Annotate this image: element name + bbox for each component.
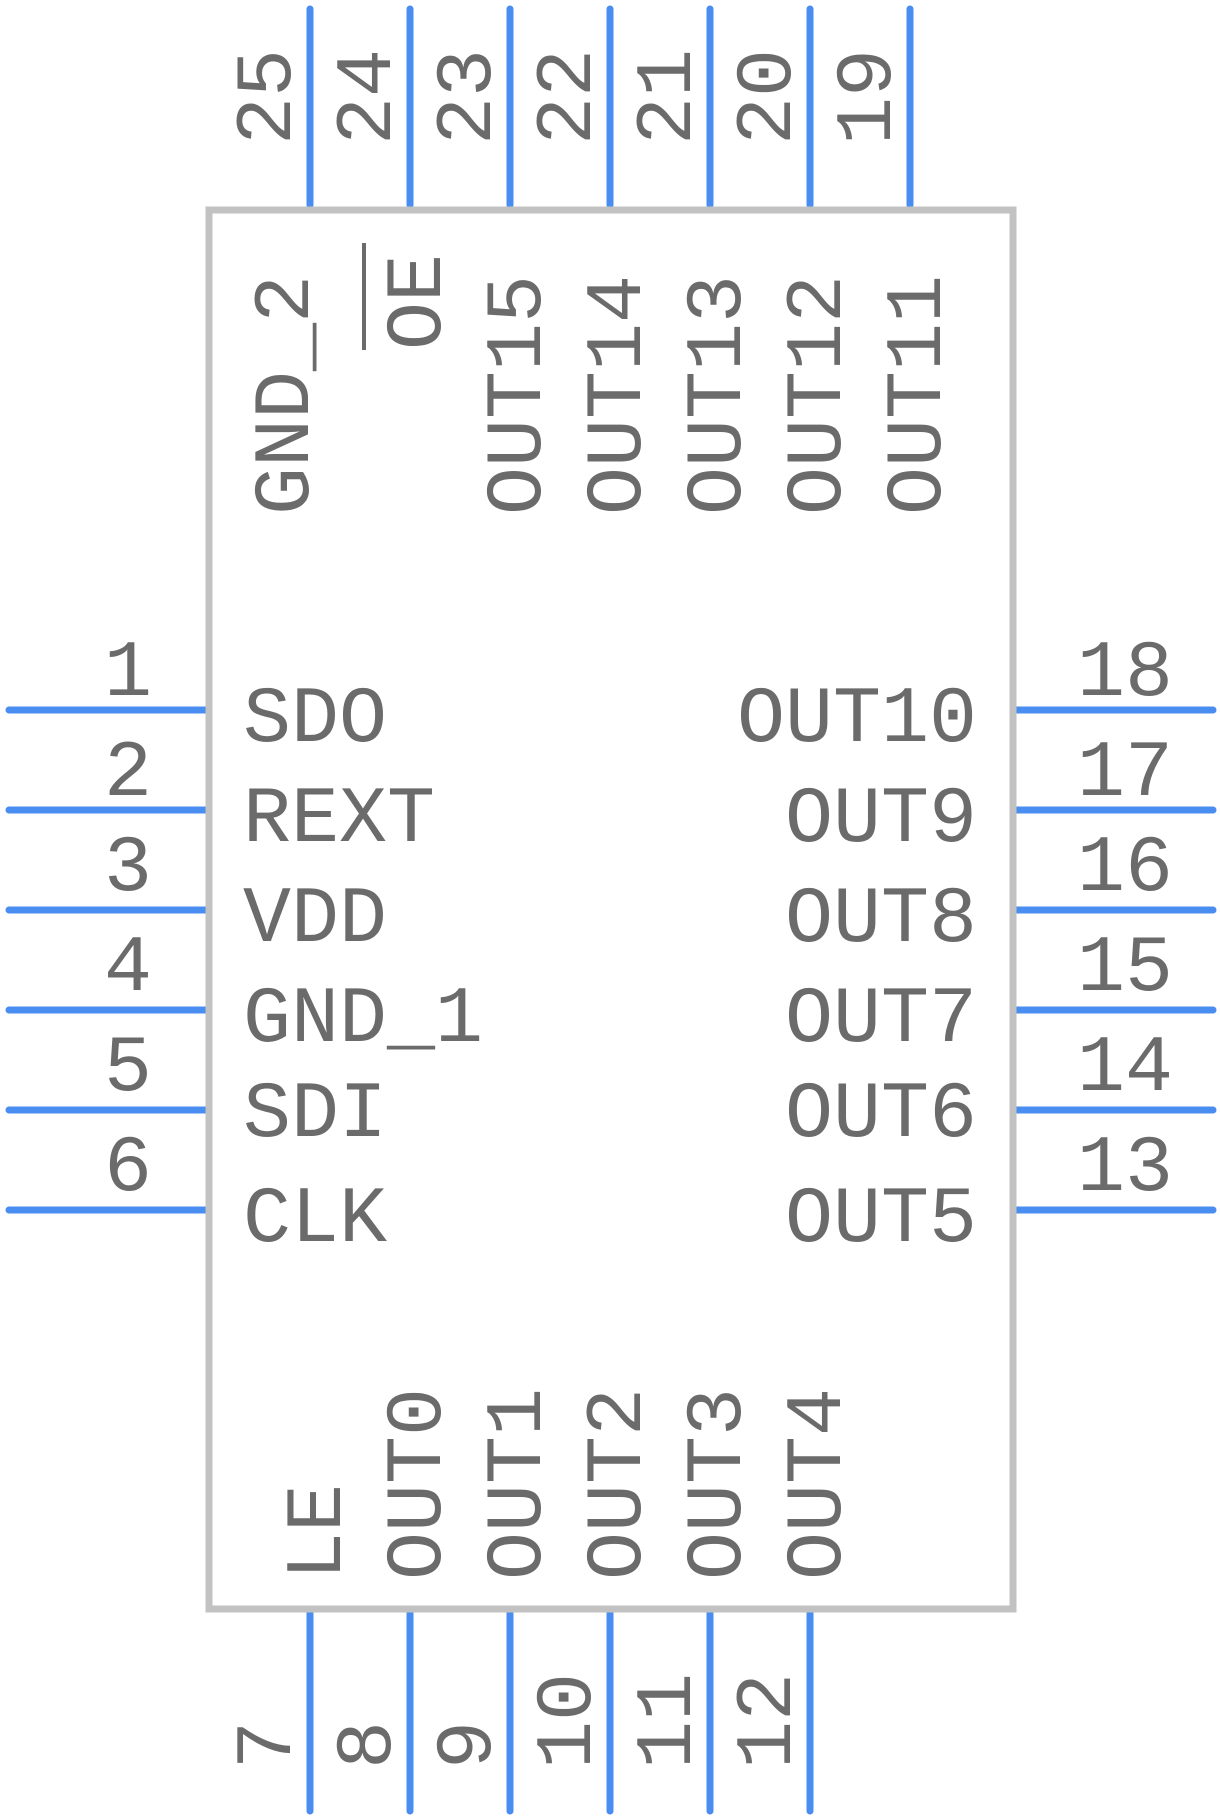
pin-number-25: 25 xyxy=(224,49,315,145)
pin-label-gnd_1: GND_1 xyxy=(243,975,483,1066)
pin-number-12: 12 xyxy=(724,1673,815,1769)
ic-body-outline xyxy=(205,206,1017,1613)
pin-label-out4: OUT4 xyxy=(774,1388,865,1580)
pin-label-out7: OUT7 xyxy=(785,975,977,1066)
pin-label-out2: OUT2 xyxy=(574,1388,665,1580)
pin-number-24: 24 xyxy=(324,49,415,145)
pin-number-4: 4 xyxy=(104,924,152,1015)
pin-number-22: 22 xyxy=(524,49,615,145)
pin-number-1: 1 xyxy=(104,629,152,720)
pin-number-7: 7 xyxy=(224,1721,315,1769)
pin-number-14: 14 xyxy=(1077,1024,1173,1115)
pin-label-out8: OUT8 xyxy=(785,875,977,966)
pin-number-17: 17 xyxy=(1077,729,1173,820)
pin-label-out1: OUT1 xyxy=(474,1388,565,1580)
pin-lines xyxy=(5,5,1217,1815)
pin-label-out15: OUT15 xyxy=(474,275,565,515)
pin-number-20: 20 xyxy=(724,49,815,145)
pin-number-15: 15 xyxy=(1077,924,1173,1015)
pin-label-out0: OUT0 xyxy=(374,1388,465,1580)
pin-number-11: 11 xyxy=(624,1673,715,1769)
pin-label-oe-active-low: OE xyxy=(374,254,465,350)
pin-number-18: 18 xyxy=(1077,629,1173,720)
pin-label-out13: OUT13 xyxy=(674,275,765,515)
pin-number-23: 23 xyxy=(424,49,515,145)
pin-label-out9: OUT9 xyxy=(785,775,977,866)
pin-number-19: 19 xyxy=(824,49,915,145)
pin-label-out3: OUT3 xyxy=(674,1388,765,1580)
pin-number-21: 21 xyxy=(624,49,715,145)
pin-label-out14: OUT14 xyxy=(574,275,665,515)
pin-number-5: 5 xyxy=(104,1024,152,1115)
pin-label-sdi: SDI xyxy=(243,1070,387,1161)
pin-number-8: 8 xyxy=(324,1721,415,1769)
pin-number-10: 10 xyxy=(524,1673,615,1769)
pin-label-out10: OUT10 xyxy=(737,675,977,766)
pin-number-9: 9 xyxy=(424,1721,515,1769)
pin-number-2: 2 xyxy=(104,729,152,820)
pin-label-rext: REXT xyxy=(243,775,435,866)
pin-label-gnd_2: GND_2 xyxy=(242,275,333,515)
pin-label-out12: OUT12 xyxy=(774,275,865,515)
pin-number-6: 6 xyxy=(104,1124,152,1215)
pin-label-vdd: VDD xyxy=(243,875,387,966)
pin-label-le: LE xyxy=(274,1484,365,1580)
pin-label-out6: OUT6 xyxy=(785,1070,977,1161)
pin-label-out5: OUT5 xyxy=(785,1175,977,1266)
pin-label-sdo: SDO xyxy=(243,675,387,766)
pin-number-16: 16 xyxy=(1077,824,1173,915)
pin-label-clk: CLK xyxy=(243,1175,387,1266)
pin-label-out11: OUT11 xyxy=(874,275,965,515)
pin-number-3: 3 xyxy=(104,824,152,915)
pin-number-13: 13 xyxy=(1077,1124,1173,1215)
